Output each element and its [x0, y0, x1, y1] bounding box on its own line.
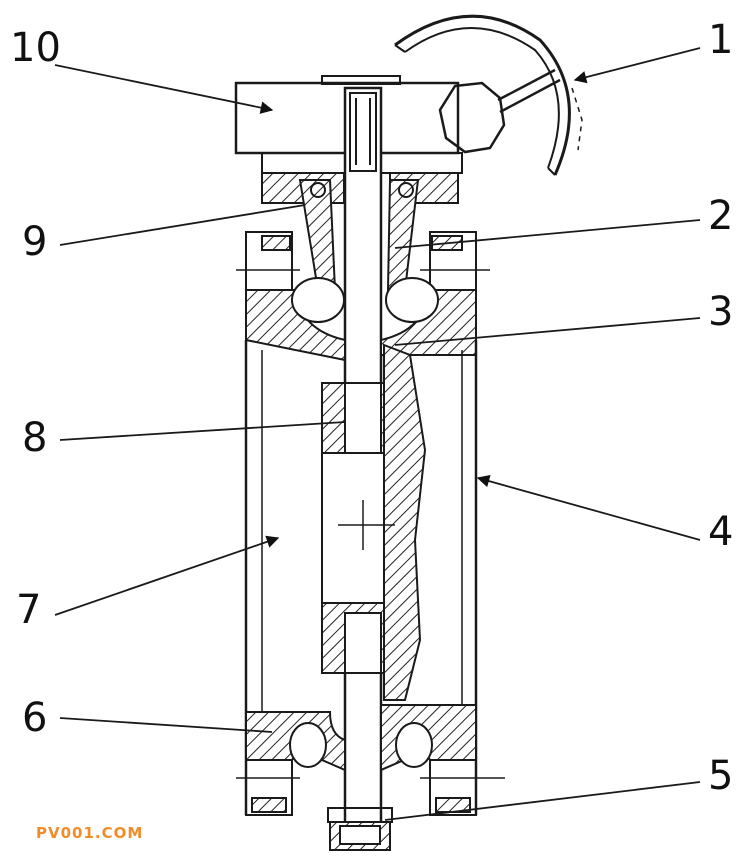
callout-2: 2 — [708, 193, 734, 239]
bottom-flange-left — [245, 759, 293, 816]
handle-knob — [438, 81, 506, 154]
leader-2 — [394, 219, 701, 249]
leader-8 — [59, 421, 346, 441]
callout-3: 3 — [708, 289, 734, 335]
callout-10: 10 — [10, 25, 61, 71]
callout-5: 5 — [708, 753, 734, 799]
leader-1 — [573, 47, 701, 84]
leader-3 — [394, 317, 701, 346]
leader-4 — [476, 474, 701, 541]
handle-quadrant — [394, 14, 571, 176]
bottom-flange-right — [429, 759, 477, 816]
handle-lever — [497, 68, 556, 102]
disc-body — [321, 452, 385, 604]
leader-7 — [54, 535, 280, 616]
disc-seat-face — [383, 343, 427, 701]
callout-9: 9 — [22, 219, 48, 265]
callout-4: 4 — [708, 509, 734, 555]
leader-6 — [59, 717, 273, 733]
watermark-text: PV001.COM — [36, 824, 144, 842]
callout-6: 6 — [22, 695, 48, 741]
leader-9 — [59, 204, 306, 246]
callout-8: 8 — [22, 415, 48, 461]
leader-5 — [384, 781, 701, 821]
callout-7: 7 — [16, 587, 42, 633]
callout-1: 1 — [708, 17, 734, 63]
leader-10 — [54, 64, 274, 114]
